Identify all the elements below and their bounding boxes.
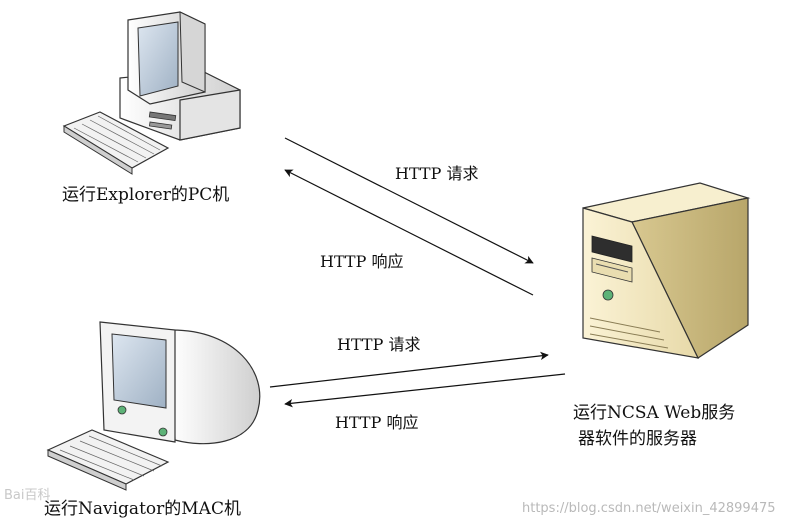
mac-request-label: HTTP 请求 [337, 335, 421, 354]
mac-response-arrow [284, 373, 566, 408]
baidu-watermark: Bai百科 [4, 488, 51, 503]
pc-response-arrow [284, 169, 534, 296]
csdn-watermark: https://blog.csdn.net/weixin_42899475 [522, 501, 776, 516]
mac-label: 运行Navigator的MAC机 [44, 499, 241, 519]
server-label-line1: 运行NCSA Web服务 [573, 403, 736, 423]
pc-response-label: HTTP 响应 [320, 252, 404, 271]
mac-request-arrow [269, 351, 549, 388]
pc-request-label: HTTP 请求 [395, 164, 479, 183]
mac-response-label: HTTP 响应 [335, 413, 419, 432]
server-tower-icon [582, 182, 751, 359]
pc-computer-icon [62, 11, 241, 175]
pc-label: 运行Explorer的PC机 [62, 185, 230, 205]
pc-request-arrow [284, 137, 534, 264]
mac-computer-icon [46, 321, 261, 491]
server-label-line2: 器软件的服务器 [578, 429, 697, 449]
